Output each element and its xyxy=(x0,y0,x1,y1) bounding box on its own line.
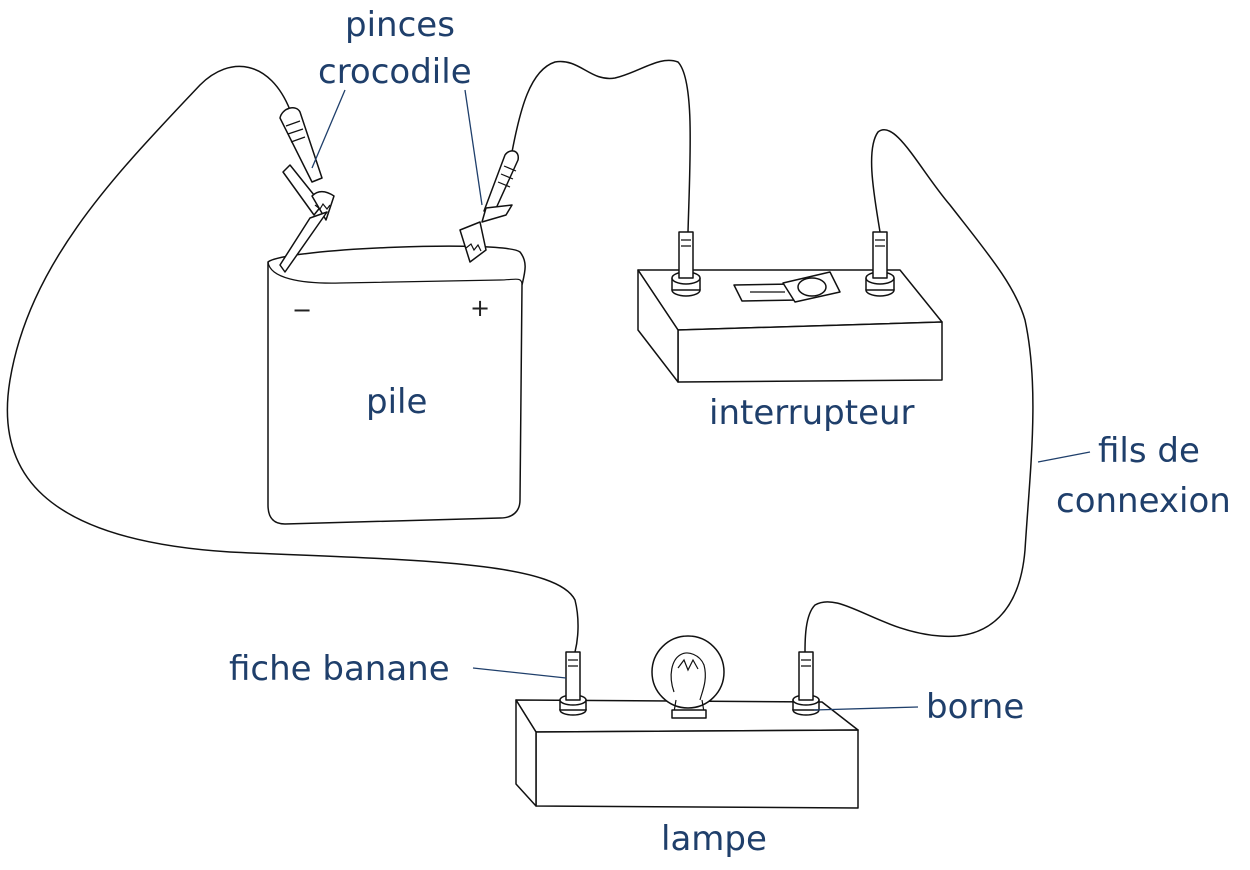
switch-terminal-right xyxy=(865,231,895,297)
label-crocodile: crocodile xyxy=(318,52,472,92)
label-pinces: pinces xyxy=(345,5,455,45)
switch-side xyxy=(637,269,679,383)
wire-battery-minus-to-lamp xyxy=(6,65,579,653)
lamp-terminal-left xyxy=(559,651,587,716)
wire-switch-right-to-lamp xyxy=(804,129,1034,653)
label-borne: borne xyxy=(926,687,1025,727)
leader-pinces-left xyxy=(311,89,346,169)
label-lampe: lampe xyxy=(661,819,767,859)
label-fils-de: fils de xyxy=(1098,431,1200,471)
lamp-side xyxy=(515,699,537,807)
bulb-icon xyxy=(651,635,725,719)
leader-pinces-right xyxy=(464,89,483,206)
connection-wires xyxy=(6,59,1034,653)
battery-minus-sign: − xyxy=(292,296,313,324)
leader-fiche-banane xyxy=(472,667,567,679)
switch xyxy=(637,231,943,383)
battery xyxy=(267,245,526,525)
leader-borne xyxy=(813,706,919,711)
switch-front xyxy=(677,321,943,383)
label-fiche-banane: fiche banane xyxy=(229,649,450,689)
battery-body xyxy=(267,245,526,525)
battery-top-edge xyxy=(267,261,523,286)
switch-terminal-left xyxy=(671,231,701,297)
lamp-front xyxy=(535,729,859,809)
label-interrupteur: interrupteur xyxy=(709,393,915,433)
wire-battery-plus-to-switch-left xyxy=(511,59,692,233)
leader-lines xyxy=(311,89,1091,711)
leader-fils xyxy=(1037,451,1091,463)
crocodile-clip-left xyxy=(279,107,335,273)
crocodile-clip-right xyxy=(459,150,519,263)
lamp-terminal-right xyxy=(792,651,820,716)
label-connexion: connexion xyxy=(1056,481,1231,521)
lamp xyxy=(515,635,859,809)
battery-plus-sign: + xyxy=(470,294,491,322)
label-pile: pile xyxy=(366,382,428,422)
